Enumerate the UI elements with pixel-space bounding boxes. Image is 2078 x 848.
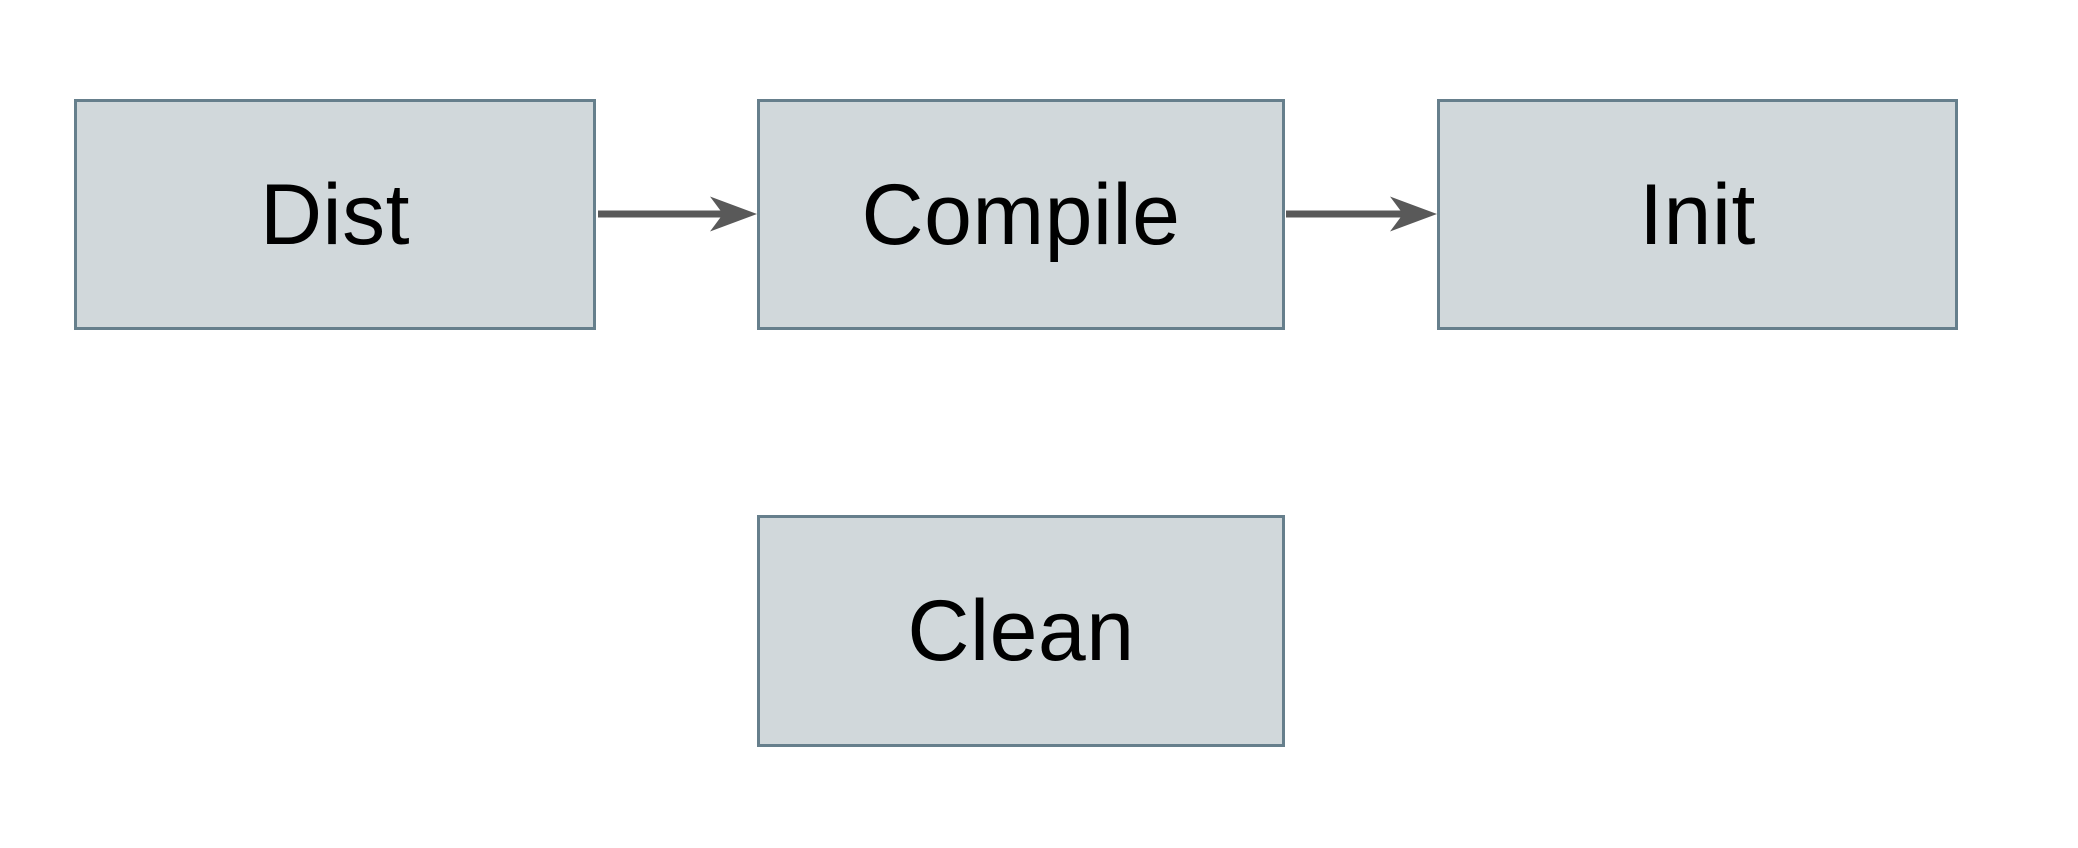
flowchart-node-clean[interactable]: Clean (757, 515, 1285, 747)
flowchart-node-dist[interactable]: Dist (74, 99, 596, 330)
node-label-compile: Compile (861, 166, 1181, 263)
arrowhead-right-icon (710, 196, 757, 232)
arrowhead-right-icon (1390, 196, 1437, 232)
node-label-clean: Clean (907, 583, 1135, 679)
flowchart-node-init[interactable]: Init (1437, 99, 1958, 330)
node-label-init: Init (1639, 166, 1756, 263)
flowchart-node-compile[interactable]: Compile (757, 99, 1285, 330)
node-label-dist: Dist (259, 166, 411, 263)
edge-dist-to-compile (598, 196, 757, 232)
edge-compile-to-init (1286, 196, 1437, 232)
